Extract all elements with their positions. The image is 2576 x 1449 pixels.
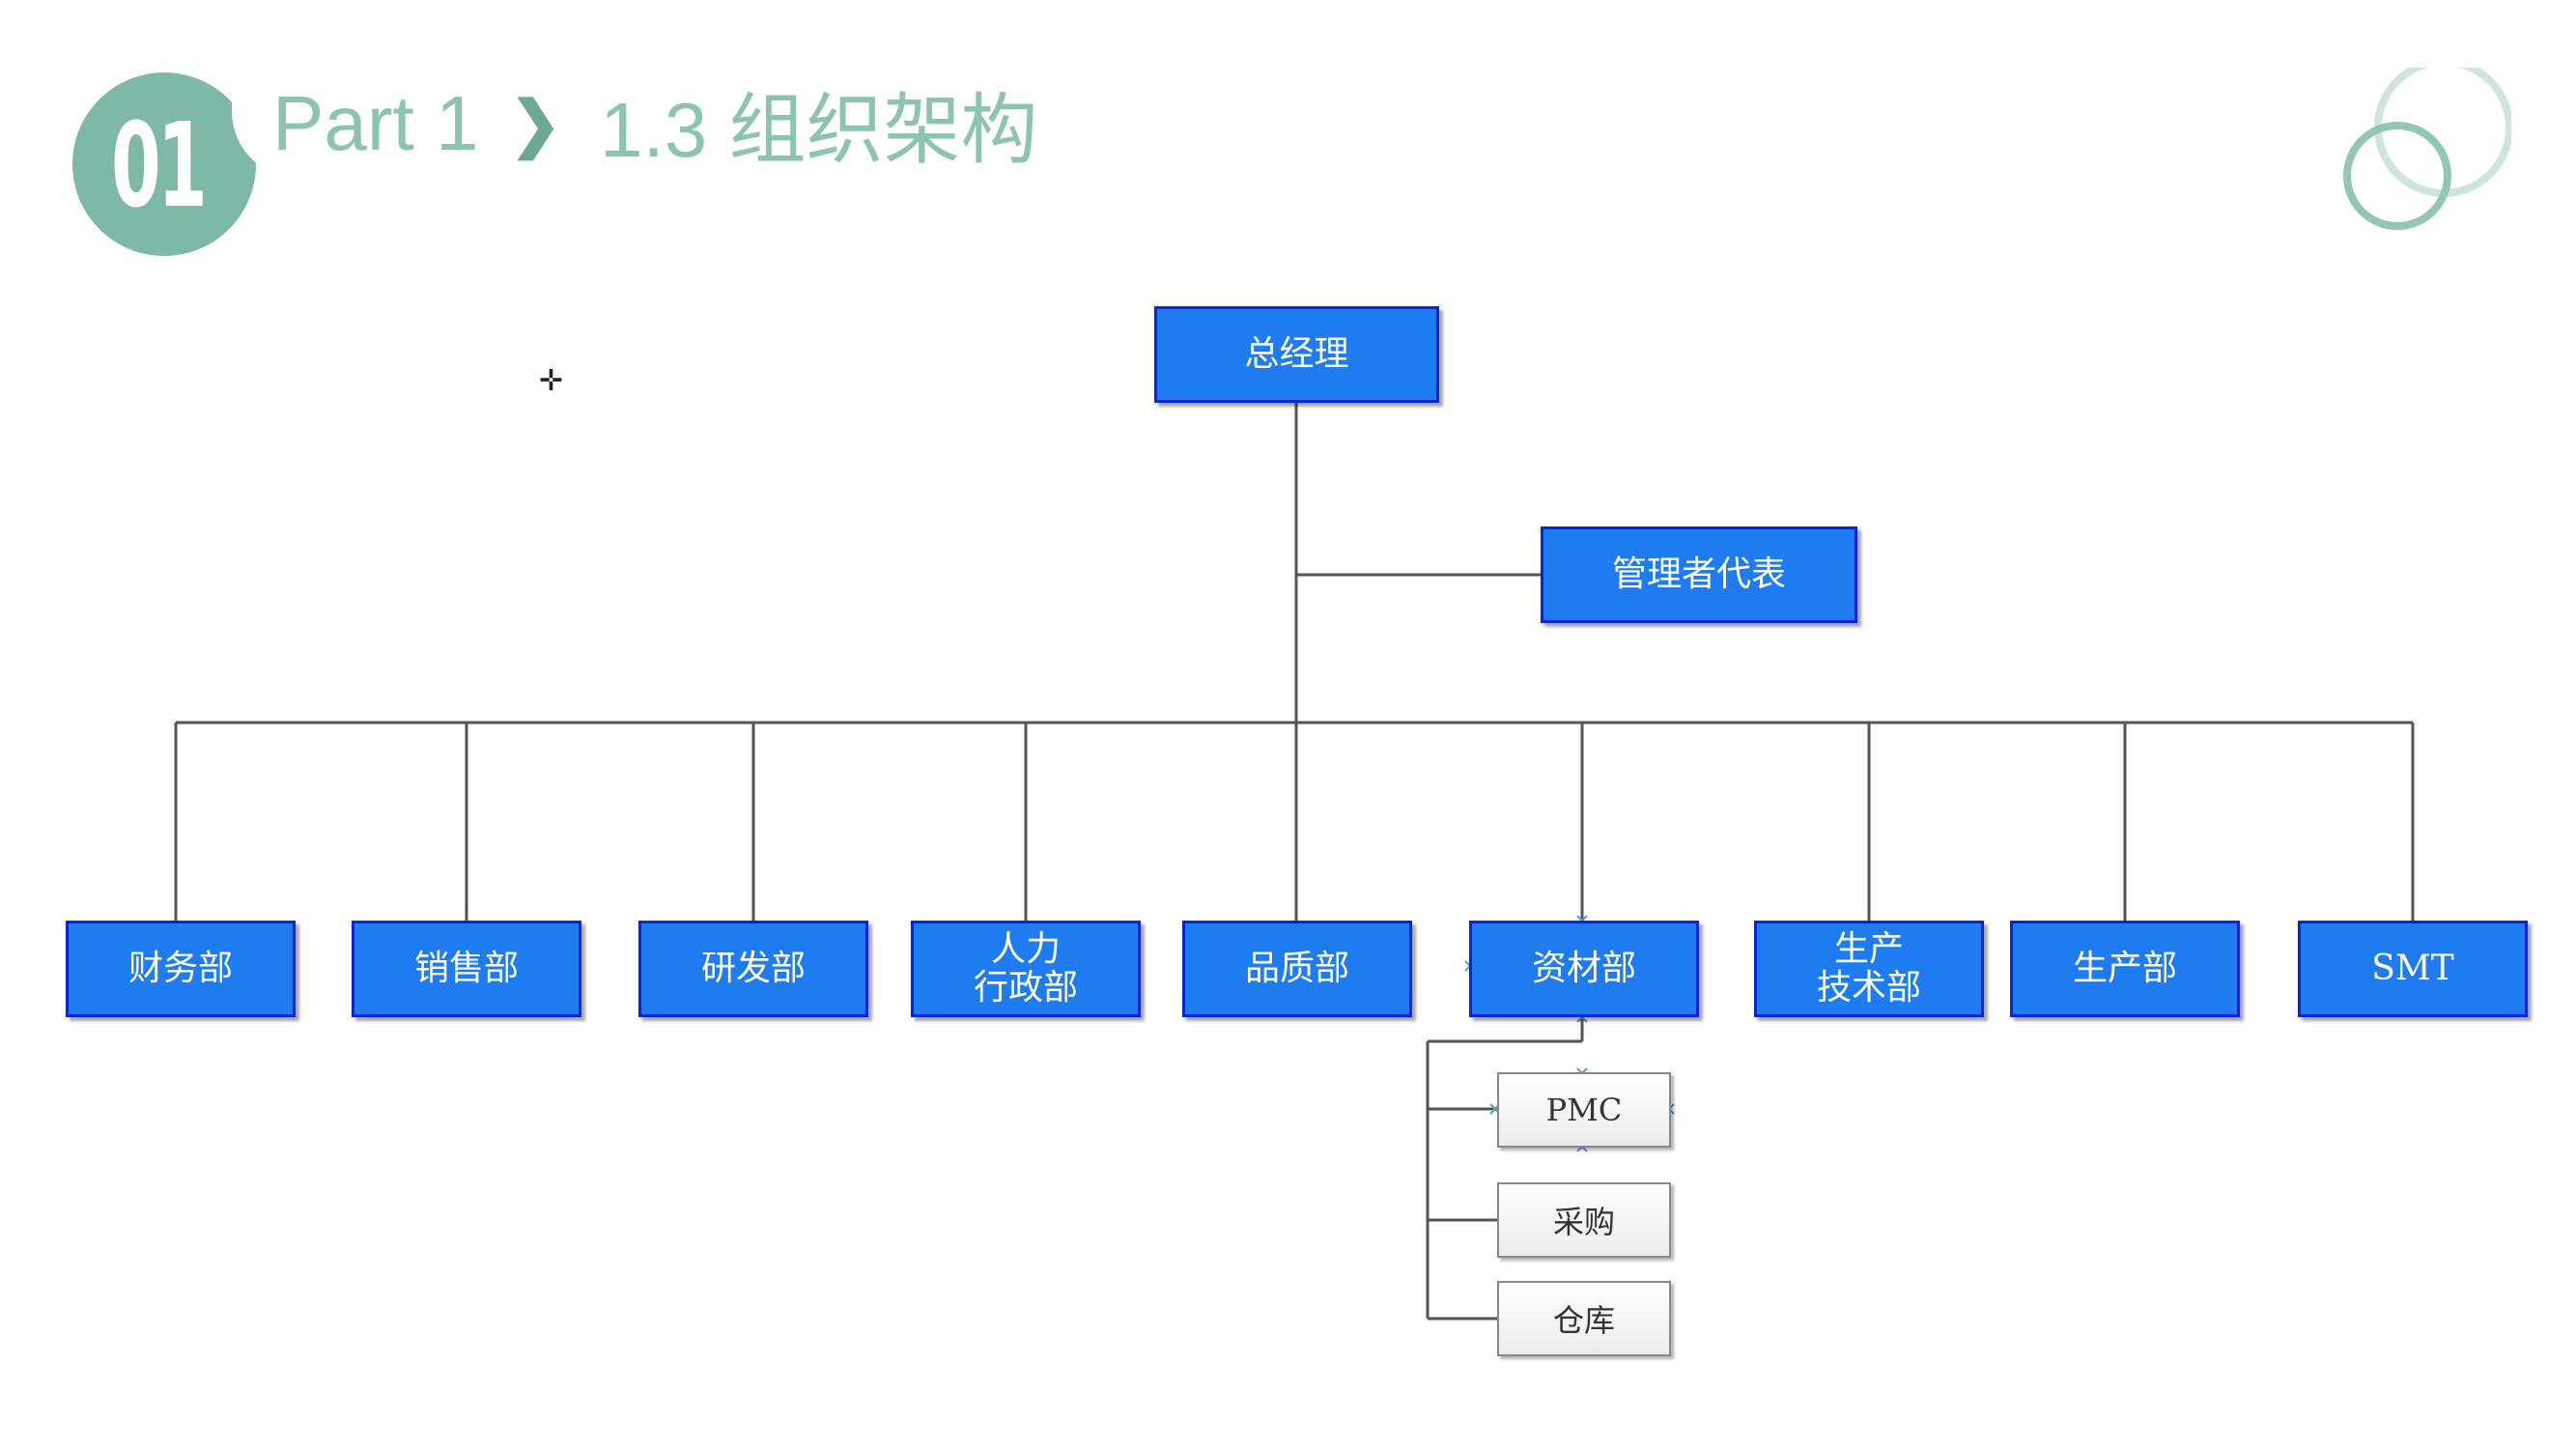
department-box-hr-admin: 人力 行政部 <box>911 921 1141 1017</box>
part-label: Part 1 <box>272 80 479 166</box>
department-box-production-tech: 生产 技术部 <box>1754 921 1984 1017</box>
department-box-production: 生产部 <box>2010 921 2240 1017</box>
section-number-badge: 01 <box>72 72 299 256</box>
department-box-finance: 财务部 <box>66 921 296 1017</box>
department-box-materials: 资材部 <box>1469 921 1699 1017</box>
department-box-sales: 销售部 <box>352 921 581 1017</box>
crosshair-cursor-icon: ✛ <box>539 364 564 398</box>
department-box-rnd: 研发部 <box>638 921 868 1017</box>
page-heading: Part 1 ❯ 1.3 组织架构 <box>272 77 1038 173</box>
sub-unit-box-warehouse: 仓库 <box>1497 1281 1671 1356</box>
sub-unit-box-purchasing: 采购 <box>1497 1182 1671 1258</box>
badge-number: 01 <box>111 99 208 234</box>
chevron-right-icon: ❯ <box>509 88 562 158</box>
decorative-circles-icon <box>2343 68 2511 230</box>
department-box-quality: 品质部 <box>1182 921 1412 1017</box>
department-box-smt: SMT <box>2298 921 2528 1017</box>
management-representative-box: 管理者代表 <box>1541 526 1857 623</box>
badge-circle <box>72 72 256 256</box>
page-title: 1.3 组织架构 <box>600 87 1038 173</box>
sub-unit-box-pmc: PMC <box>1497 1072 1671 1148</box>
general-manager-box: 总经理 <box>1154 306 1439 403</box>
